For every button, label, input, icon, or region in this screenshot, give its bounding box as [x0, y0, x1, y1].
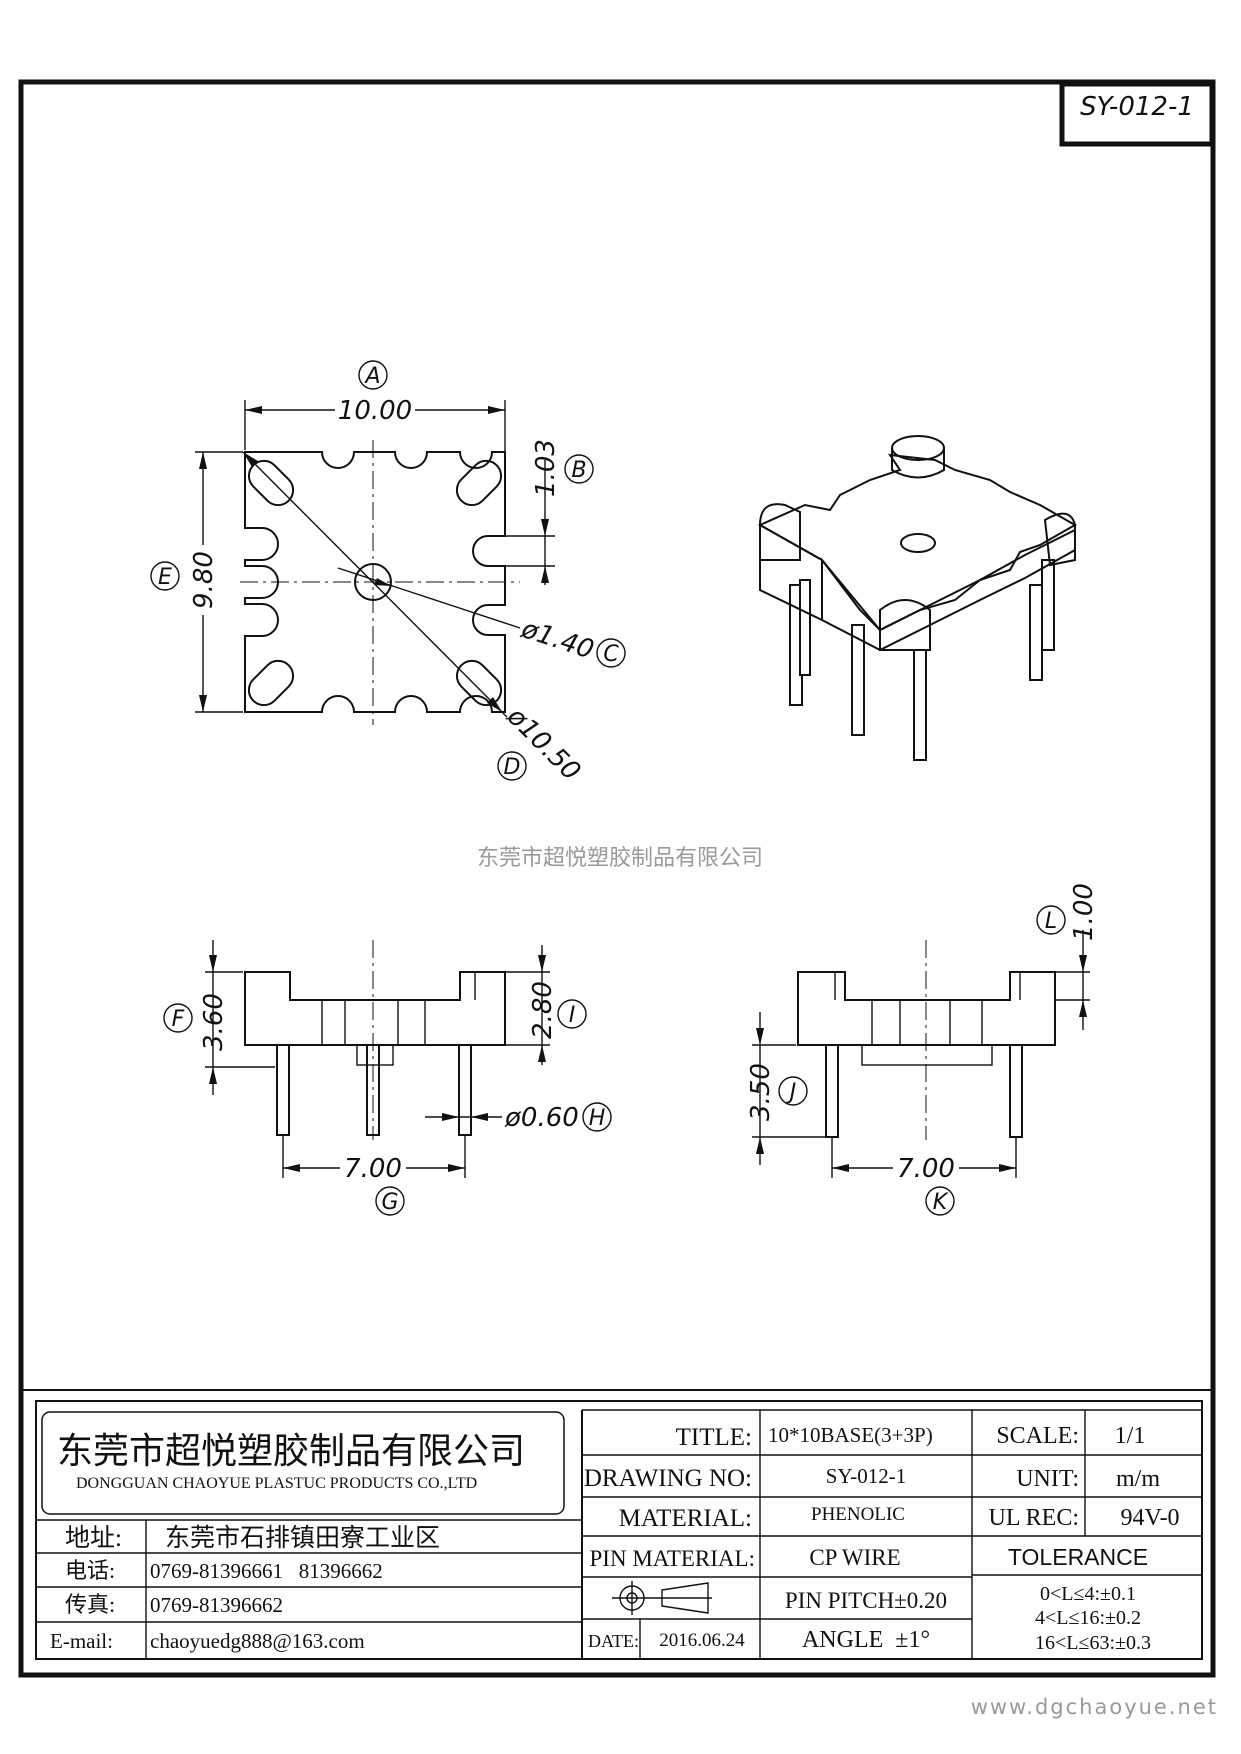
- tag-h: H: [589, 1106, 606, 1131]
- tag-k: K: [933, 1190, 949, 1215]
- tag-l-circle: [1036, 905, 1066, 935]
- dim-b-value: 1.03: [531, 439, 561, 497]
- unit-label: UNIT:: [1016, 1466, 1079, 1492]
- top-view: 10.00 A 9.80 E 1.03 B ø1.40 C ø10.50: [150, 360, 626, 787]
- email-label: E-mail:: [50, 1629, 113, 1653]
- tag-f: F: [172, 1007, 185, 1032]
- tag-e: E: [158, 565, 172, 590]
- tag-f-circle: [163, 1003, 193, 1033]
- drawing-border: [18, 79, 1216, 1678]
- tag-g-circle: [375, 1186, 405, 1216]
- iso-body-top: [757, 453, 1078, 632]
- ul-label: UL REC:: [989, 1505, 1079, 1531]
- material-value: PHENOLIC: [811, 1504, 905, 1525]
- date-label: DATE:: [588, 1631, 639, 1651]
- scale-value: 1/1: [1115, 1423, 1146, 1449]
- front-view-body: [244, 971, 506, 1046]
- angle-tolerance: ANGLE ±1°: [802, 1627, 930, 1653]
- tag-b-circle: [564, 454, 594, 484]
- iso-center-hole: [900, 533, 936, 553]
- tag-d-circle: [497, 751, 527, 781]
- tolerance-row-3: 16<L≤63:±0.3: [1035, 1632, 1151, 1654]
- dim-j-value: 3.50: [746, 1063, 776, 1121]
- tag-i: I: [569, 1003, 576, 1028]
- drawing-no-value: SY-012-1: [826, 1464, 907, 1488]
- date-value: 2016.06.24: [659, 1630, 745, 1651]
- tag-d: D: [504, 755, 521, 780]
- fax-value: 0769-81396662: [150, 1593, 283, 1617]
- dim-a-value: 10.00: [338, 396, 412, 426]
- email-value: chaoyuedg888@163.com: [150, 1629, 365, 1653]
- projection-symbol-icon: [612, 1581, 712, 1615]
- dim-k-value: 7.00: [897, 1154, 955, 1184]
- dim-e-value: 9.80: [189, 551, 219, 609]
- dim-g-value: 7.00: [344, 1154, 402, 1184]
- side-view: 1.00 L 3.50 J 7.00 K: [746, 883, 1099, 1216]
- tag-a-circle: [358, 360, 388, 390]
- company-name-cn: 东莞市超悦塑胶制品有限公司: [57, 1431, 525, 1471]
- phone-value: 0769-81396661 81396662: [150, 1559, 383, 1583]
- tolerance-row-1: 0<L≤4:±0.1: [1040, 1583, 1136, 1605]
- pin-material-value: CP WIRE: [809, 1545, 900, 1570]
- scale-label: SCALE:: [996, 1423, 1079, 1449]
- fax-label: 传真:: [65, 1592, 115, 1617]
- tag-h-circle: [582, 1102, 612, 1132]
- tag-c: C: [603, 642, 619, 667]
- tolerance-label: TOLERANCE: [1008, 1544, 1148, 1570]
- tag-a: A: [363, 364, 380, 389]
- drawing-code-box: SY-012-1: [1059, 81, 1215, 147]
- dim-i-value: 2.80: [528, 981, 558, 1039]
- tag-k-circle: [925, 1186, 955, 1216]
- corner-slot: [247, 659, 295, 707]
- unit-value: m/m: [1116, 1466, 1160, 1492]
- title-label: TITLE:: [676, 1424, 752, 1451]
- drawing-code: SY-012-1: [1080, 92, 1194, 122]
- drawing-no-label: DRAWING NO:: [584, 1465, 752, 1492]
- footer-url: www.dgchaoyue.net: [971, 1695, 1218, 1719]
- dim-f-value: 3.60: [199, 993, 229, 1051]
- pin-material-label: PIN MATERIAL:: [590, 1546, 755, 1571]
- tag-l: L: [1045, 909, 1057, 934]
- tag-j-circle: [778, 1076, 808, 1106]
- tag-j: J: [786, 1080, 797, 1105]
- phone-label: 电话:: [65, 1558, 115, 1583]
- ul-value: 94V-0: [1120, 1505, 1179, 1531]
- dim-c-value: ø1.40: [517, 614, 597, 666]
- address-label: 地址:: [65, 1524, 122, 1552]
- dim-l-value: 1.00: [1069, 883, 1099, 941]
- tag-b: B: [571, 458, 586, 483]
- title-block: 东莞市超悦塑胶制品有限公司 DONGGUAN CHAOYUE PLASTUC P…: [21, 1389, 1213, 1660]
- address-value: 东莞市石排镇田寮工业区: [165, 1524, 440, 1552]
- pin-pitch: PIN PITCH±0.20: [785, 1588, 947, 1613]
- tag-g: G: [381, 1190, 398, 1215]
- tolerance-row-2: 4<L≤16:±0.2: [1035, 1607, 1141, 1629]
- tag-c-circle: [596, 638, 626, 668]
- front-view: 3.60 F 2.80 I ø0.60 H 7.00 G: [163, 940, 612, 1216]
- material-label: MATERIAL:: [619, 1505, 752, 1532]
- isometric-view: [757, 435, 1078, 761]
- tag-e-circle: [150, 561, 180, 591]
- company-name-en: DONGGUAN CHAOYUE PLASTUC PRODUCTS CO.,LT…: [76, 1475, 477, 1492]
- corner-slot: [455, 659, 503, 707]
- corner-slot: [455, 459, 503, 507]
- title-value: 10*10BASE(3+3P): [768, 1423, 933, 1447]
- watermark: 东莞市超悦塑胶制品有限公司: [477, 846, 763, 871]
- dim-h-value: ø0.60: [504, 1103, 579, 1133]
- tag-i-circle: [557, 999, 587, 1029]
